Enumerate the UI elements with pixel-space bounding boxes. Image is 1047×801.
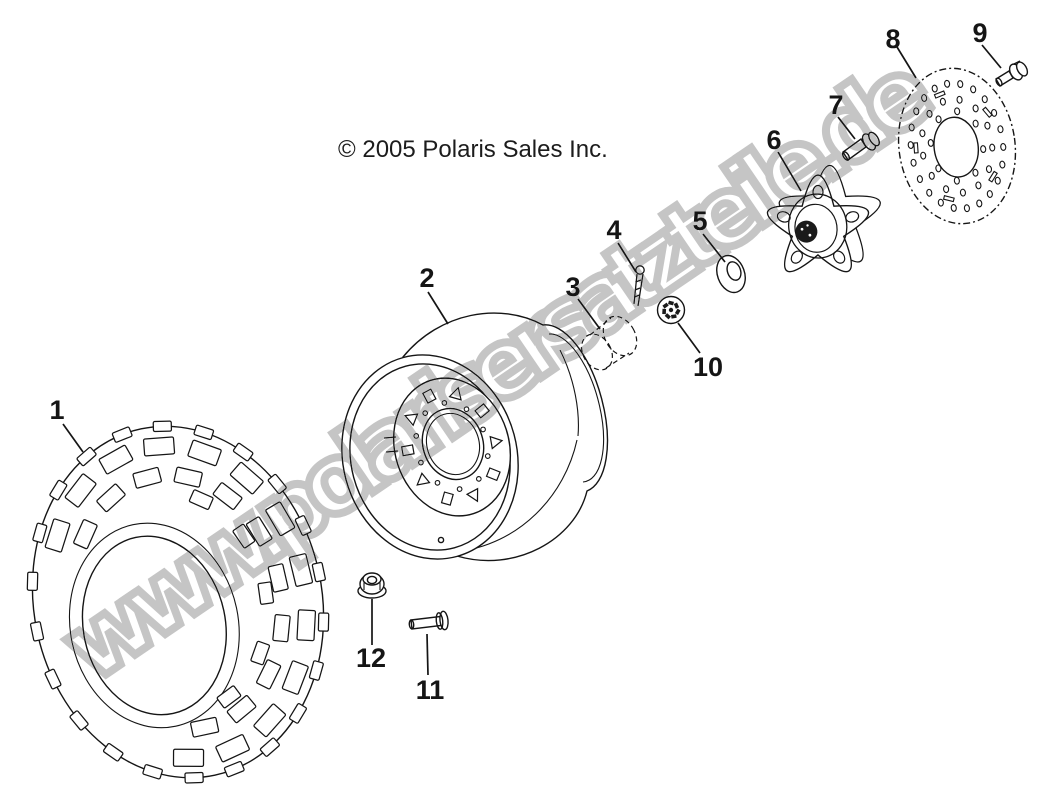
callout-11: 11 [416, 675, 445, 705]
cotter-pin-part [633, 265, 645, 307]
callout-5: 5 [692, 206, 707, 236]
wheel-rim-part [341, 312, 609, 562]
callout-10: 10 [693, 352, 723, 382]
tire-part [26, 420, 330, 784]
bolt-11-part [408, 610, 449, 631]
flange-nut-part [357, 572, 387, 599]
callout-2: 2 [419, 263, 434, 293]
copyright-text: © 2005 Polaris Sales Inc. [338, 136, 608, 163]
spacer-part [580, 315, 638, 371]
callout-6: 6 [766, 125, 781, 155]
callout-12: 12 [356, 643, 386, 673]
callout-8: 8 [885, 24, 900, 54]
callout-1: 1 [49, 395, 64, 425]
leader-lines [62, 44, 1002, 676]
callout-labels: 1 2 3 4 5 6 7 8 9 10 11 12 [49, 18, 987, 705]
castle-nut-part [656, 295, 686, 325]
wheel-hub-part [766, 164, 881, 273]
washer-part [716, 254, 746, 294]
callout-3: 3 [565, 272, 580, 302]
callout-9: 9 [972, 18, 987, 48]
bolt-9-part [995, 60, 1029, 87]
wheel-stud-part [841, 131, 880, 162]
callout-7: 7 [828, 90, 843, 120]
callout-4: 4 [606, 215, 621, 245]
brake-disc-part [897, 67, 1017, 225]
